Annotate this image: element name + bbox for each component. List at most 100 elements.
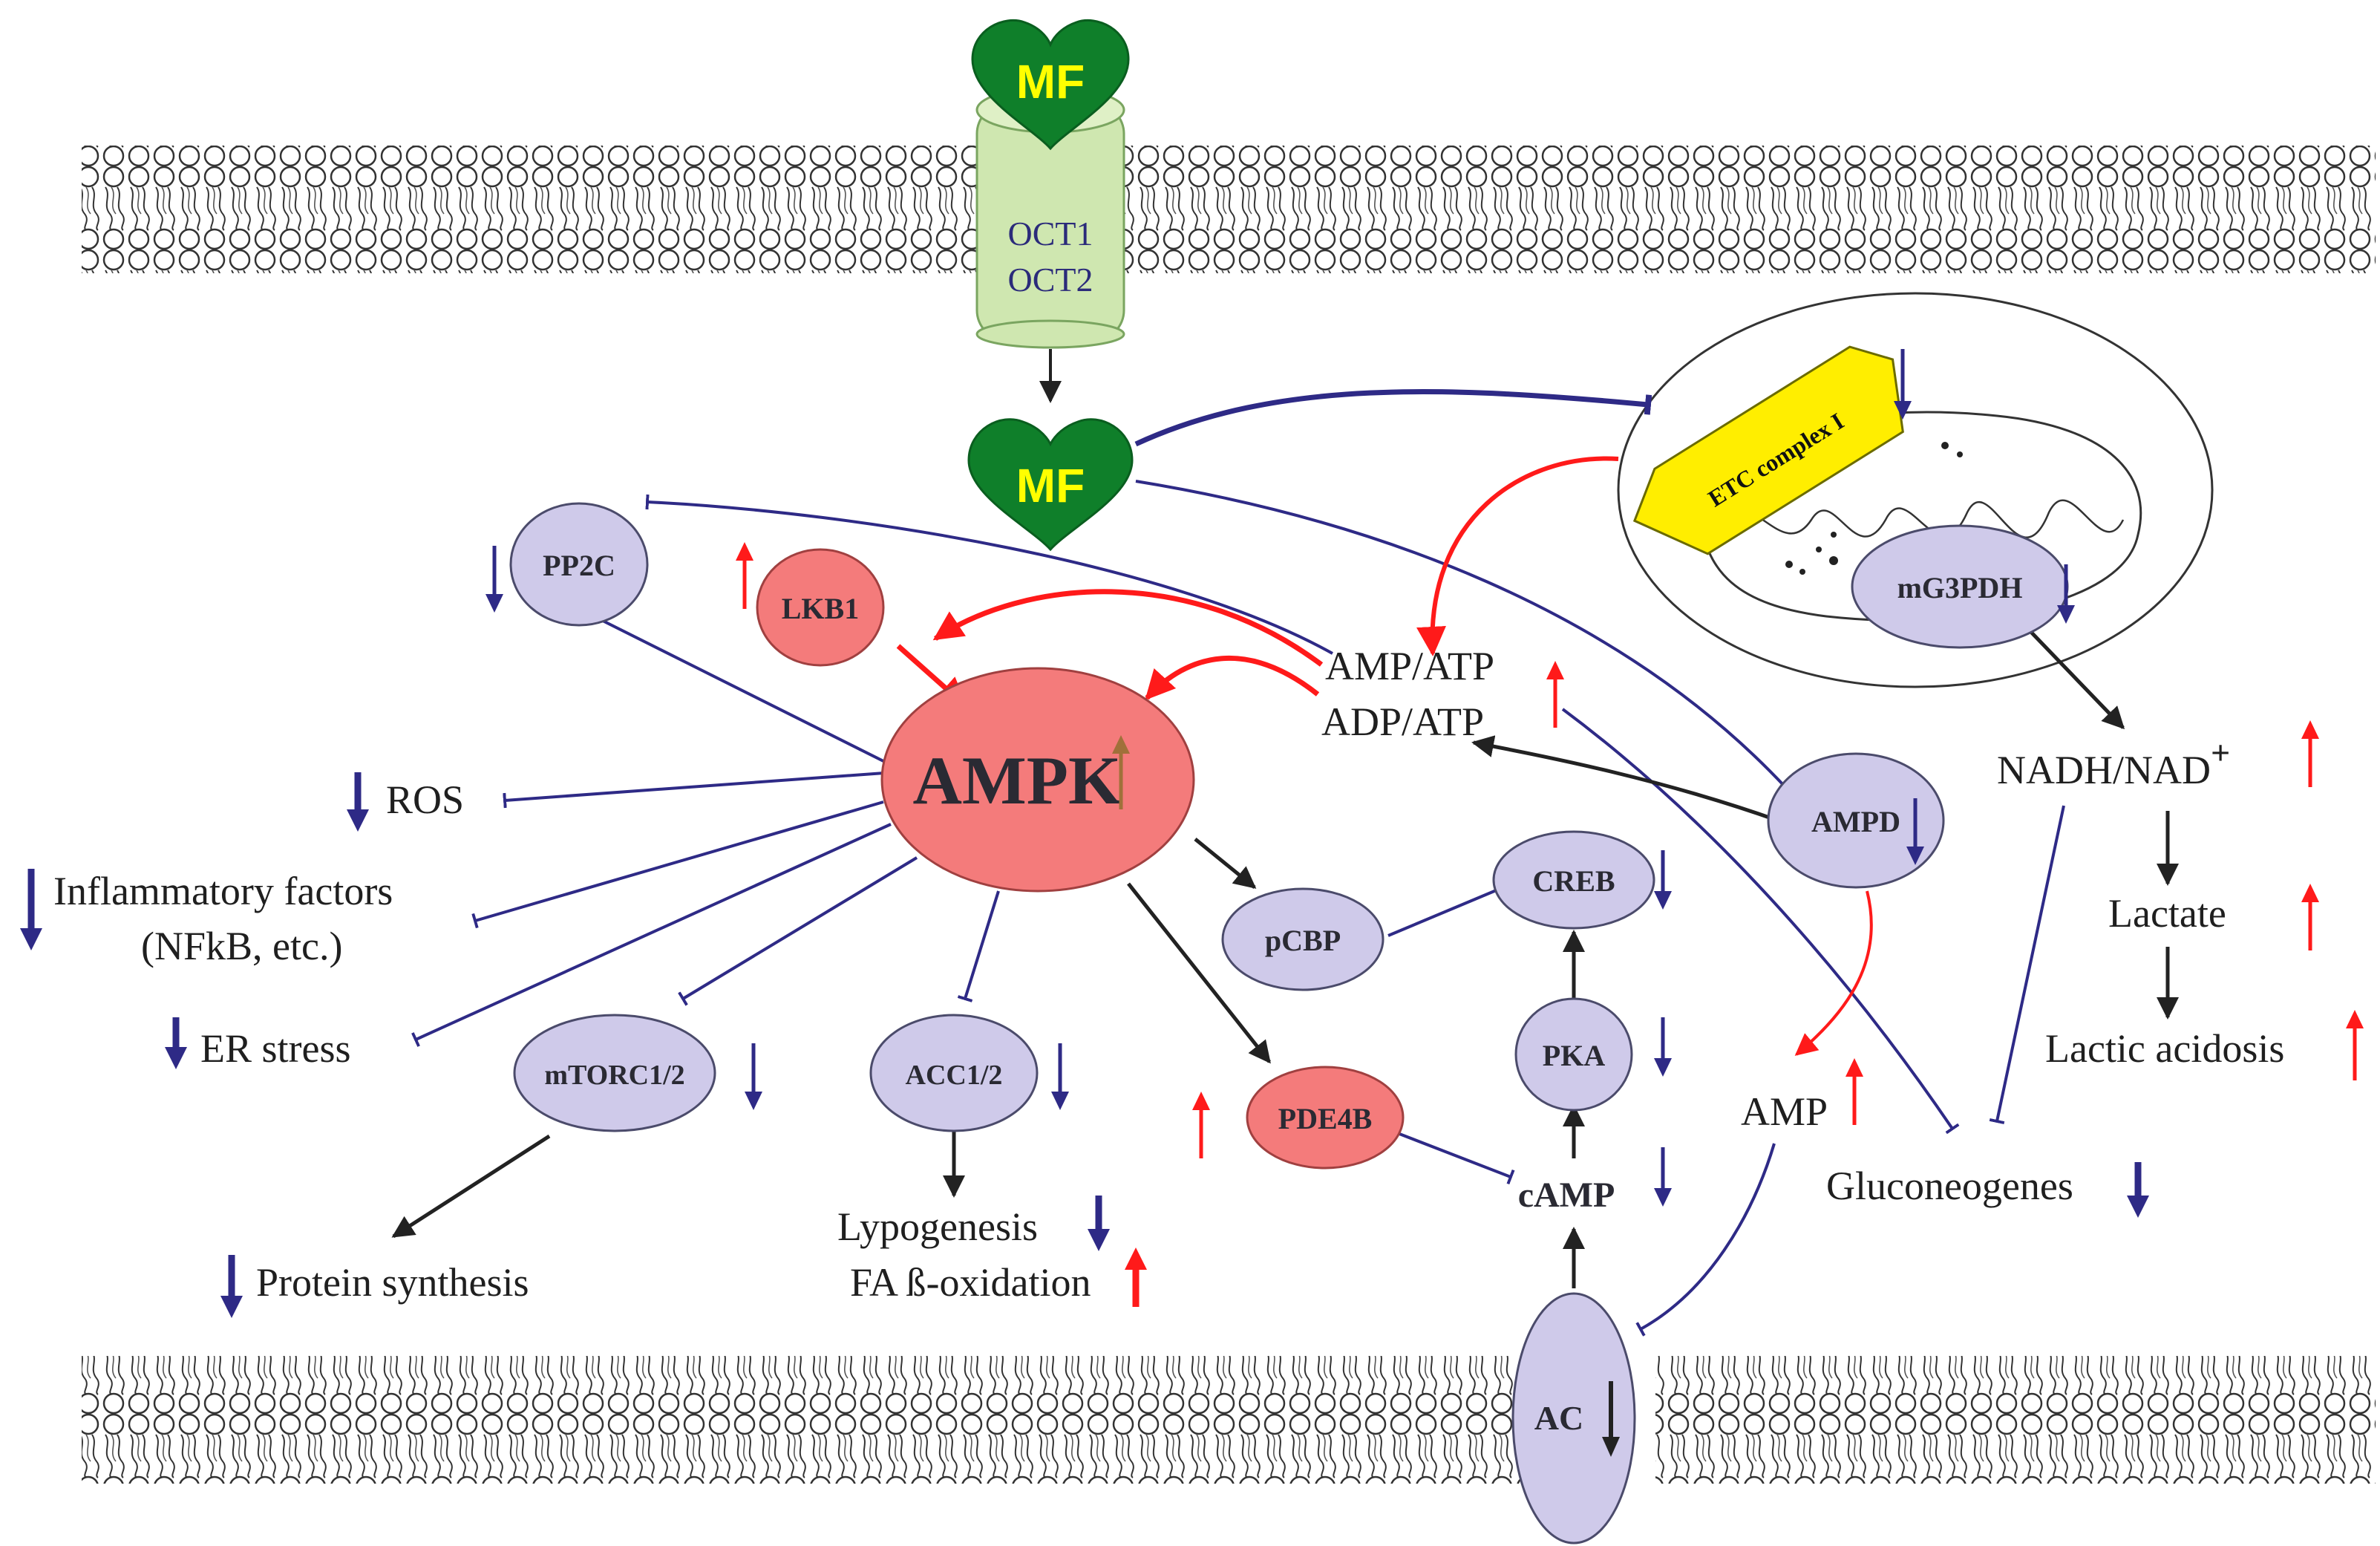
amp-atp-to-ampk-red-edge (932, 589, 1324, 667)
up-arrow-icon (2346, 1010, 2364, 1080)
amp-atp-label: AMP/ATP (1325, 644, 1494, 688)
mf-inhibits-etc-edge (1134, 389, 1652, 447)
pka-label: PKA (1543, 1039, 1606, 1072)
lkb1-label: LKB1 (782, 592, 859, 625)
down-arrow-icon (165, 1017, 187, 1069)
ampd-to-amp-red-edge (1794, 890, 1873, 1056)
down-arrow-icon (220, 1255, 243, 1318)
mg3pdh-to-nadh-edge (2025, 626, 2125, 730)
er-stress-label: ER stress (200, 1026, 351, 1071)
mtorc-label: mTORC1/2 (544, 1060, 684, 1091)
pp2c-label: PP2C (543, 549, 615, 582)
ac-node: AC (1511, 1292, 1636, 1545)
lkb1-node: LKB1 (756, 548, 885, 667)
creb-label: CREB (1532, 864, 1615, 898)
down-arrow-icon (1894, 349, 1912, 420)
down-arrow-icon (347, 772, 369, 832)
mf-top-label: MF (1016, 55, 1085, 108)
inflammatory-label-line2: (NFkB, etc.) (141, 924, 342, 968)
ampk-to-pcbp-edge (1194, 838, 1257, 889)
up-arrow-icon (2301, 720, 2319, 787)
mtorc-node: mTORC1/2 (513, 1014, 716, 1132)
down-arrow-icon (745, 1043, 762, 1110)
pde4b-inhibits-camp-edge (1395, 1131, 1515, 1185)
nadh-nad-text: NADH/NAD (1997, 748, 2211, 792)
lactic-acidosis-label: Lactic acidosis (2045, 1026, 2284, 1071)
pcbp-label: pCBP (1265, 924, 1341, 957)
ampk-node: AMPK (880, 667, 1195, 893)
down-arrow-icon (1654, 1017, 1672, 1077)
ampk-inhibits-inflammatory-edge (471, 800, 884, 929)
protein-synthesis-label: Protein synthesis (256, 1260, 529, 1305)
mg3pdh-node: mG3PDH (1851, 524, 2069, 649)
down-arrow-icon (1906, 798, 1924, 865)
camp-label: cAMP (1518, 1175, 1615, 1215)
mf-mid-label: MF (1016, 459, 1085, 512)
down-arrow-icon (20, 869, 42, 950)
oct1-label: OCT1 (1008, 215, 1093, 252)
ampk-inhibits-er-stress-edge (411, 823, 892, 1047)
pcbp-inhibits-creb-edge (1387, 880, 1508, 937)
amp-inhibits-ac-edge (1635, 1143, 1776, 1337)
up-arrow-icon (736, 542, 753, 609)
acc-label: ACC1/2 (906, 1060, 1003, 1091)
mf-inhibits-ampd-edge (1135, 480, 1792, 794)
ampk-inhibits-acc-edge (957, 890, 1000, 1002)
inflammatory-label-line1: Inflammatory factors (53, 869, 393, 913)
top-membrane-left (82, 146, 980, 273)
down-arrow-icon (1602, 1381, 1620, 1457)
down-arrow-icon (2057, 564, 2075, 624)
nadh-nad-label: NADH/NAD+ (1997, 734, 2230, 792)
mtorc-to-protein-synthesis-edge (391, 1134, 551, 1239)
ampd-node: AMPD (1767, 752, 1945, 889)
bottom-membrane-right (1655, 1356, 2376, 1484)
pp2c-node: PP2C (509, 502, 649, 627)
mf-top-heart: MF (971, 19, 1130, 151)
adp-atp-to-ampk-red-edge (1145, 656, 1320, 700)
bottom-membrane-left (82, 1356, 1522, 1484)
down-arrow-icon (486, 546, 503, 613)
pde4b-node: PDE4B (1246, 1066, 1405, 1170)
ac-label: AC (1534, 1399, 1583, 1437)
down-arrow-icon (2127, 1162, 2149, 1218)
ampd-label: AMPD (1811, 805, 1900, 838)
nad-plus-superscript: + (2211, 734, 2230, 772)
mf-mid-heart: MF (967, 418, 1134, 552)
gluconeogenes-label: Gluconeogenes (1826, 1164, 2073, 1208)
ampd-to-adp-atp-edge (1471, 735, 1779, 823)
ampk-to-pde4b-edge (1127, 882, 1271, 1064)
ros-label: ROS (386, 777, 464, 822)
pka-node: PKA (1514, 997, 1633, 1112)
up-arrow-icon (1112, 735, 1130, 809)
acc-node: ACC1/2 (869, 1014, 1039, 1132)
lactate-label: Lactate (2108, 891, 2226, 936)
fa-oxidation-label: FA ß-oxidation (850, 1260, 1091, 1305)
ampk-label: AMPK (912, 743, 1121, 818)
ampk-inhibits-ros-edge (503, 771, 895, 809)
etc-to-amp-atp-red-edge (1416, 456, 1619, 656)
lypogenesis-label: Lypogenesis (837, 1204, 1038, 1249)
down-arrow-icon (1051, 1043, 1069, 1110)
up-arrow-icon (1192, 1092, 1210, 1158)
ampk-inhibits-mtorc-edge (678, 856, 918, 1006)
amp-atp-inhibits-pp2c-edge (645, 494, 1333, 655)
oct2-label: OCT2 (1008, 261, 1093, 299)
amp-label: AMP (1741, 1089, 1828, 1134)
up-arrow-icon (1846, 1058, 1863, 1125)
adp-atp-inhibits-gluconeogenes-edge (1561, 708, 1960, 1135)
down-arrow-icon (1088, 1196, 1110, 1251)
pp2c-inhibits-ampk-edge (601, 619, 896, 772)
pde4b-label: PDE4B (1278, 1102, 1373, 1135)
down-arrow-icon (1654, 1147, 1672, 1207)
oct-transporter: OCT1 OCT2 (975, 86, 1125, 349)
top-membrane-right (1121, 146, 2376, 273)
up-arrow-icon (1546, 661, 1564, 728)
nadh-inhibits-gluconeogenes-edge (1989, 805, 2065, 1125)
up-arrow-icon (2301, 884, 2319, 950)
down-arrow-icon (1654, 850, 1672, 910)
up-arrow-icon (1125, 1247, 1147, 1307)
mg3pdh-label: mG3PDH (1897, 571, 2023, 604)
adp-atp-label: ADP/ATP (1321, 699, 1484, 744)
